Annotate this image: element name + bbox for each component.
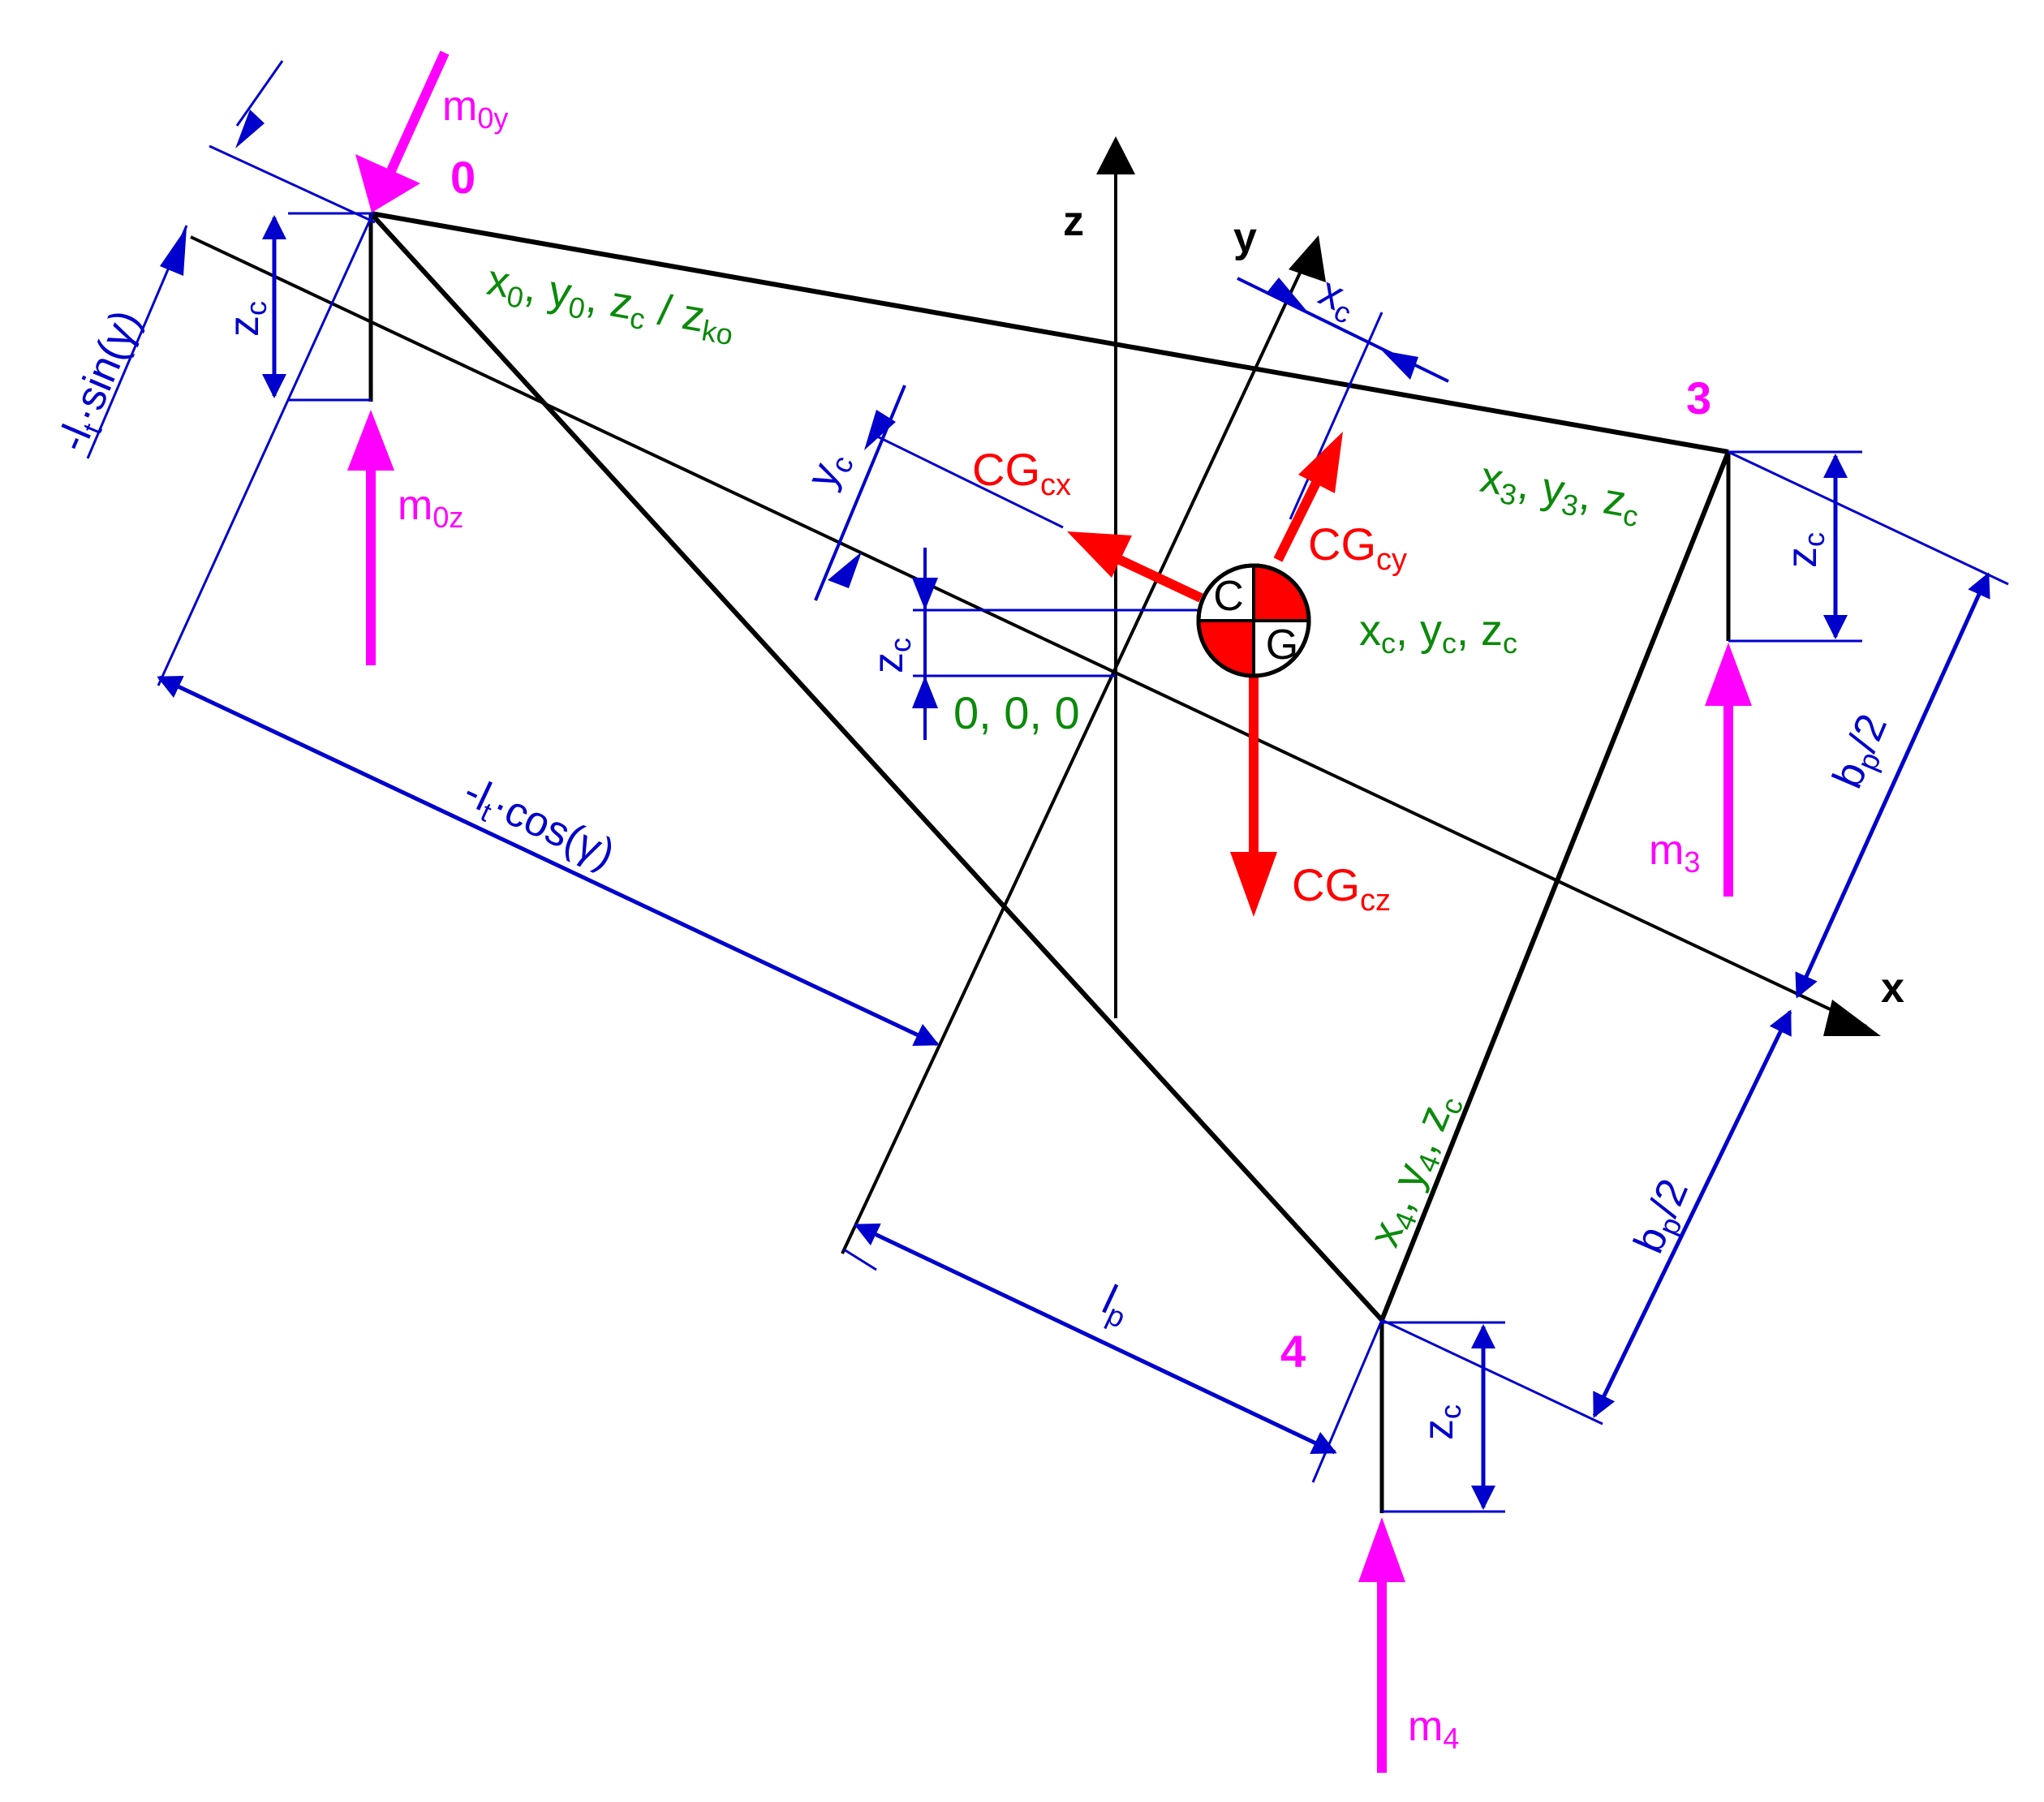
cgx-arrow — [1117, 555, 1203, 603]
node-3-label: 3 — [1686, 372, 1711, 424]
lt-sin-arrowhead — [160, 227, 187, 276]
lt-cos-label: -lt·cos(γ) — [454, 768, 622, 882]
cg-quadrant-bottom-left — [1198, 621, 1254, 676]
cgy-arrow — [1273, 480, 1321, 562]
coords-cg: xc, yc, zc — [1359, 606, 1517, 660]
m3-arrowhead — [1705, 643, 1752, 706]
bp2-lower-dimension — [1592, 1009, 1792, 1418]
lt-cos-dimension — [157, 675, 940, 1047]
zc-3-label: zc — [1779, 532, 1831, 568]
coordinate-axes — [190, 136, 1881, 1254]
lp-ext-right — [1311, 1319, 1383, 1483]
xc-arrowhead-right — [1382, 351, 1418, 380]
yc-arrowhead-bottom — [828, 552, 862, 588]
cgy-label: CGcy — [1308, 518, 1407, 577]
yc-arrowhead-top — [864, 410, 896, 450]
bp2-upper-label: bp/2 — [1824, 707, 1901, 797]
coords-node-4: x4, y4, zc — [1359, 1085, 1470, 1254]
node-4-label: 4 — [1280, 1326, 1306, 1377]
dimension-lines — [86, 60, 2009, 1513]
node-0-label: 0 — [450, 152, 475, 203]
m4-arrowhead — [1358, 1517, 1405, 1582]
cgx-arrowhead — [1067, 531, 1132, 578]
zc-0-label: zc — [221, 301, 273, 337]
ext-line-0-left — [157, 212, 375, 686]
lt-sin-label: -lt·sin(γ) — [49, 303, 154, 460]
cgz-arrowhead — [1230, 852, 1277, 917]
coords-node-0: x0, y0, zc / zko — [483, 256, 739, 352]
cg-circle-stroke — [1196, 563, 1311, 678]
bp2-upper-dimension — [1795, 572, 1990, 999]
y-axis-label: y — [1233, 214, 1257, 261]
link-0-4 — [368, 211, 1384, 1322]
xc-arrowhead-left — [1266, 277, 1308, 312]
x-axis-label: x — [1881, 965, 1904, 1012]
coords-origin: 0, 0, 0 — [953, 687, 1080, 738]
x-axis — [190, 235, 1867, 1028]
lp-label: lp — [1093, 1276, 1138, 1334]
xc-ext-line — [1289, 312, 1383, 520]
m0y-arrowhead — [355, 154, 420, 213]
m4-label: m4 — [1408, 1703, 1459, 1755]
cg-letter-c: C — [1213, 573, 1244, 620]
lp-dimension — [854, 1223, 1337, 1455]
x-axis-arrowhead — [1823, 1000, 1881, 1036]
cg-force-arrows — [1067, 432, 1343, 917]
bp-ext-bottom — [1381, 1318, 1603, 1426]
cg-letter-g: G — [1266, 621, 1298, 669]
zc-4-label: zc — [1415, 1404, 1467, 1440]
m0y-arrow — [385, 50, 450, 177]
lp-ext-left — [843, 1248, 877, 1271]
cg-quadrant-top-right — [1254, 566, 1309, 621]
yc-label: yc — [798, 443, 860, 497]
link-3-4 — [1379, 450, 1731, 1322]
cgy-arrowhead — [1298, 432, 1343, 493]
m0y-label: m0y — [442, 83, 508, 135]
z-axis-arrowhead — [1096, 136, 1135, 174]
zc-origin-label: zc — [865, 638, 917, 673]
cgz-label: CGcz — [1292, 859, 1391, 918]
link-0-3 — [370, 211, 1729, 454]
lt-sin-top-arrowhead — [235, 110, 265, 148]
yc-ext-line — [871, 432, 1064, 529]
cgx-label: CGcx — [972, 444, 1071, 502]
zc-origin-arrowhead-top — [912, 578, 938, 610]
coords-node-3: x3, y3, zc — [1476, 453, 1645, 534]
cg-symbol: C G — [1196, 563, 1311, 678]
m0z-label: m0z — [398, 482, 463, 534]
bp-ext-top — [1728, 450, 2009, 586]
y-axis — [841, 255, 1310, 1254]
ext-line-0-top — [209, 144, 376, 224]
m3-label: m3 — [1649, 827, 1700, 879]
mass-arrows — [347, 50, 1752, 1773]
m0z-arrowhead — [347, 410, 394, 471]
lt-sin-top-tick — [235, 60, 284, 127]
y-axis-arrowhead — [1289, 235, 1326, 282]
z-axis-label: z — [1063, 198, 1084, 245]
zc-origin-arrowhead-bottom — [912, 676, 938, 708]
